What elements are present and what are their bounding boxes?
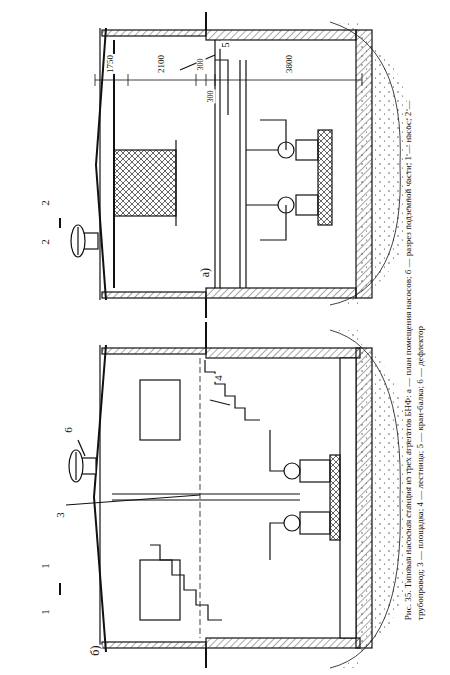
dimension: 300 (207, 89, 216, 103)
section-mark: 2 (39, 199, 51, 207)
view-letter: б) (89, 644, 102, 656)
section-mark: 1 (39, 562, 51, 570)
view-letter: а) (199, 266, 212, 277)
section-mark: 1 (39, 608, 51, 616)
section-mark: 2 (39, 238, 51, 246)
dimension: 1750 (106, 54, 116, 74)
figure-caption: Рис. 35. Типовая насосная станция из тре… (402, 59, 426, 621)
callout-number: 3 (54, 511, 66, 519)
dimension: 300 (197, 57, 206, 71)
section-2-2 (60, 12, 411, 595)
callout-number: 5 (219, 41, 231, 49)
section-1-1 (69, 300, 411, 668)
callout-number: 6 (62, 426, 74, 434)
dimension: 2100 (157, 54, 167, 74)
dimension: 3800 (285, 54, 295, 74)
callout-number: 4 (212, 374, 224, 382)
